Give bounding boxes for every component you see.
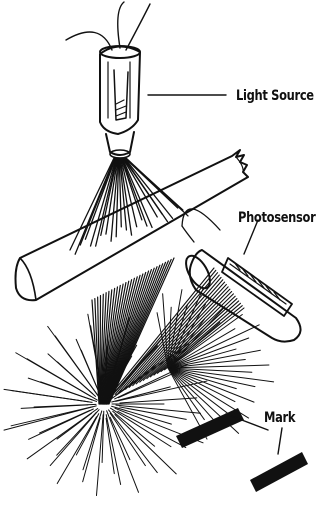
scatter-ray: [168, 368, 220, 428]
scatter-ray: [11, 390, 88, 401]
scatter-ray: [118, 411, 186, 447]
scatter-ray: [116, 405, 201, 413]
light-source-lamp: [66, 2, 150, 158]
photosensor-label: Photosensor: [238, 210, 315, 226]
scatter-ray: [168, 368, 254, 402]
scatter-ray: [113, 411, 155, 446]
scatter-ray: [11, 407, 92, 426]
light-source-label: Light Source: [236, 88, 314, 104]
scatter-ray: [41, 382, 93, 400]
mark-label: Mark: [264, 410, 295, 426]
scatter-ray: [34, 404, 96, 407]
light-ray: [80, 158, 115, 245]
